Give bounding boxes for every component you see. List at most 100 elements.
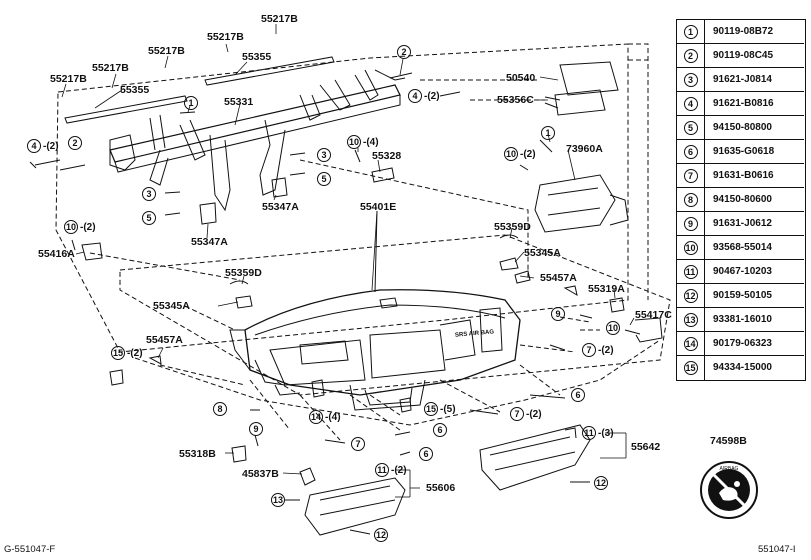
callout-10: 10-(4) (347, 135, 379, 149)
part-label-55347A: 55347A (191, 236, 228, 248)
callout-1: 1 (184, 96, 200, 110)
callout-2: 2 (397, 45, 413, 59)
part-label-55355: 55355 (120, 84, 150, 96)
legend-part-code: 94150-80800 (713, 122, 772, 133)
callout-11: 11-(3) (582, 426, 614, 440)
part-label-55331: 55331 (224, 96, 254, 108)
legend-part-code: 90119-08B72 (713, 26, 774, 37)
dashed-assembly-outline (55, 43, 671, 441)
callout-3: 3 (317, 148, 333, 162)
legend-callout-number: 6 (677, 140, 705, 164)
svg-text:AIRBAG: AIRBAG (720, 466, 739, 472)
legend-callout-circle: 11 (683, 265, 698, 279)
legend-callout-circle: 2 (683, 49, 698, 63)
part-label-55417C: 55417C (635, 309, 672, 321)
legend-part-code: 91631-B0616 (713, 170, 774, 181)
callout-7: 7-(2) (582, 343, 614, 357)
part-label-55356C: 55356C (497, 94, 534, 106)
part-label-74598B: 74598B (710, 435, 747, 447)
legend-row: 1 90119-08B72 (677, 20, 804, 44)
legend-callout-number: 10 (677, 236, 705, 260)
legend-callout-circle: 10 (683, 241, 698, 255)
legend-part-code: 94150-80600 (713, 194, 772, 205)
part-label-55217B: 55217B (148, 45, 185, 57)
part-label-55328: 55328 (372, 150, 402, 162)
legend-callout-number: 3 (677, 68, 705, 92)
legend-callout-number: 8 (677, 188, 705, 212)
part-label-55318B: 55318B (179, 448, 216, 460)
part-label-55457A: 55457A (146, 334, 183, 346)
part-label-55345A: 55345A (524, 247, 561, 259)
callout-10: 10-(2) (64, 220, 96, 234)
callout-10: 10 (606, 321, 620, 335)
legend-callout-circle: 5 (683, 121, 698, 135)
part-label-73960A: 73960A (566, 143, 603, 155)
legend-callout-circle: 4 (683, 97, 698, 111)
callout-15: 15-(5) (424, 402, 456, 416)
part-label-55606: 55606 (426, 482, 456, 494)
legend-part-code: 91635-G0618 (713, 146, 775, 157)
part-label-55359D: 55359D (225, 267, 262, 279)
legend-part-code: 90119-08C45 (713, 50, 774, 61)
part-label-55355: 55355 (242, 51, 272, 63)
legend-part-code: 90159-50105 (713, 290, 772, 301)
callout-1: 1 (541, 126, 557, 140)
legend-row: 15 94334-15000 (677, 356, 804, 380)
legend-part-code: 90467-10203 (713, 266, 772, 277)
part-label-55217B: 55217B (50, 73, 87, 85)
legend-row: 11 90467-10203 (677, 260, 804, 284)
callout-12: 12 (374, 528, 388, 542)
part-label-55319A: 55319A (588, 283, 625, 295)
callout-13: 13 (271, 493, 285, 507)
airbag-warning-label-icon: AIRBAG (700, 461, 758, 519)
part-code-legend-table: 1 90119-08B72 2 90119-08C45 3 91621-J0814 4 916… (676, 19, 806, 381)
callout-3: 3 (142, 187, 158, 201)
legend-callout-circle: 13 (683, 313, 698, 327)
legend-callout-number: 11 (677, 260, 705, 284)
callout-11: 11-(2) (375, 463, 407, 477)
legend-callout-circle: 14 (683, 337, 698, 351)
legend-callout-circle: 15 (683, 361, 698, 375)
legend-row: 5 94150-80800 (677, 116, 804, 140)
footer-code-left: G-551047-F (4, 544, 56, 555)
legend-callout-number: 12 (677, 284, 705, 308)
legend-callout-circle: 7 (683, 169, 698, 183)
legend-part-code: 91621-B0816 (713, 98, 774, 109)
part-label-55416A: 55416A (38, 248, 75, 260)
callout-12: 12 (594, 476, 608, 490)
part-label-55347A: 55347A (262, 201, 299, 213)
legend-row: 12 90159-50105 (677, 284, 804, 308)
callout-5: 5 (317, 172, 333, 186)
legend-row: 7 91631-B0616 (677, 164, 804, 188)
part-label-55217B: 55217B (261, 13, 298, 25)
legend-callout-number: 2 (677, 44, 705, 68)
callout-2: 2 (68, 136, 84, 150)
part-label-55642: 55642 (631, 441, 661, 453)
callout-6: 6 (433, 423, 449, 437)
legend-callout-number: 14 (677, 332, 705, 356)
legend-row: 4 91621-B0816 (677, 92, 804, 116)
part-label-55217B: 55217B (207, 31, 244, 43)
part-label-55359D: 55359D (494, 221, 531, 233)
part-label-55401E: 55401E (360, 201, 397, 213)
legend-part-code: 93568-55014 (713, 242, 772, 253)
legend-callout-circle: 1 (683, 25, 698, 39)
legend-callout-circle: 6 (683, 145, 698, 159)
callout-4: 4-(2) (408, 89, 440, 103)
legend-callout-number: 4 (677, 92, 705, 116)
legend-row: 3 91621-J0814 (677, 68, 804, 92)
legend-part-code: 91621-J0814 (713, 74, 772, 85)
footer-code-right: 551047-I (758, 544, 796, 555)
legend-callout-number: 1 (677, 20, 705, 44)
part-label-55345A: 55345A (153, 300, 190, 312)
part-label-55457A: 55457A (540, 272, 577, 284)
legend-callout-circle: 8 (683, 193, 698, 207)
callout-9: 9 (551, 307, 567, 321)
callout-15: 15-(2) (111, 346, 143, 360)
legend-part-code: 94334-15000 (713, 362, 772, 373)
legend-row: 8 94150-80600 (677, 188, 804, 212)
legend-callout-number: 15 (677, 356, 705, 380)
